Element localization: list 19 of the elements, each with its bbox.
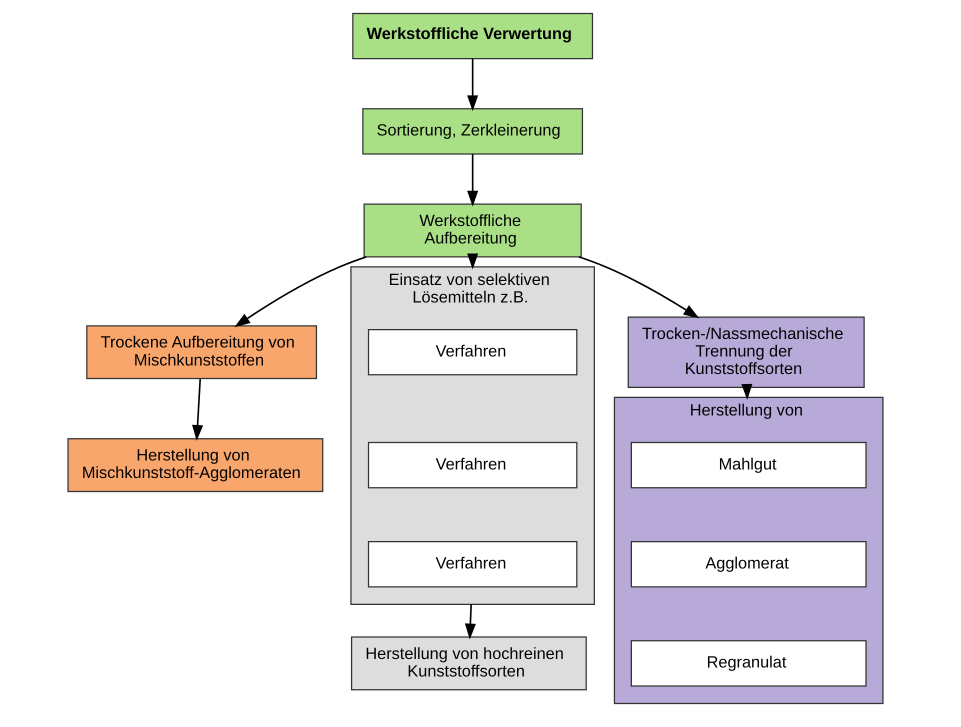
node-box: Trockene Aufbereitung von Mischkunststoffen [86,325,318,380]
arrow [578,256,700,318]
node-box: Verfahren [368,541,578,588]
node-box: Sortierung, Zerkleinerung [362,108,584,155]
arrow [192,379,204,441]
node-box: Mahlgut [630,442,867,488]
arrow [741,384,752,400]
node-box: Herstellung von hochreinen Kunststoffsorten [350,636,587,690]
node-box: Regranulat [630,640,867,687]
arrow [467,254,478,270]
node-box: Werkstoffliche Verwertung [352,12,594,60]
node-box: Herstellung von Mischkunststoff-Agglomeraten [67,438,324,492]
arrow [234,256,366,328]
node-box: Verfahren [368,329,578,376]
arrow [467,154,478,207]
node-box: Verfahren [368,442,578,488]
arrow [467,58,478,112]
arrow [464,604,476,640]
node-box: Agglomerat [630,541,867,588]
